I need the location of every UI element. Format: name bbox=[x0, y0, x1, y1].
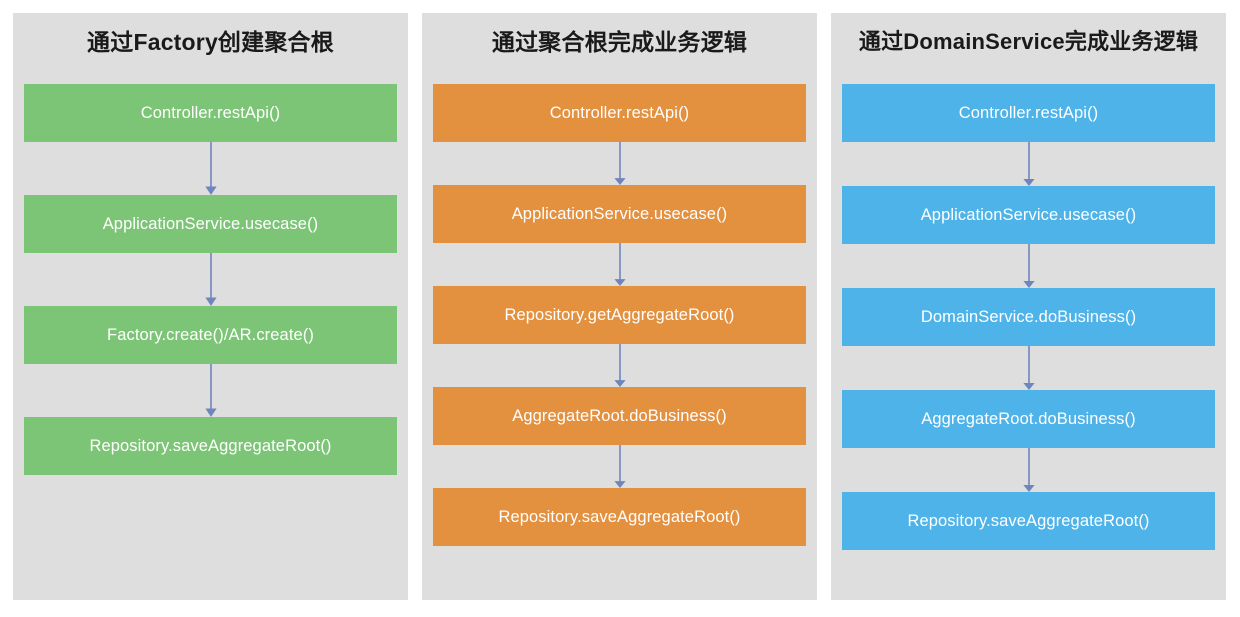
flow-arrow bbox=[433, 445, 806, 488]
arrow-down-icon bbox=[1022, 142, 1035, 186]
flow-node[interactable]: ApplicationService.usecase() bbox=[433, 185, 806, 243]
flow-arrow bbox=[433, 344, 806, 387]
arrow-down-icon bbox=[204, 253, 217, 306]
flow-node[interactable]: Repository.saveAggregateRoot() bbox=[24, 417, 397, 475]
flow-node[interactable]: AggregateRoot.doBusiness() bbox=[842, 390, 1215, 448]
flow-node[interactable]: Controller.restApi() bbox=[24, 84, 397, 142]
panel-title: 通过聚合根完成业务逻辑 bbox=[491, 29, 748, 55]
flow-arrow bbox=[433, 142, 806, 185]
arrow-down-icon bbox=[613, 243, 626, 286]
flow-arrow bbox=[842, 244, 1215, 288]
arrow-down-icon bbox=[204, 142, 217, 195]
flow-node[interactable]: Factory.create()/AR.create() bbox=[24, 306, 397, 364]
arrow-down-icon bbox=[613, 344, 626, 387]
flow-sequence: Controller.restApi() ApplicationService.u… bbox=[24, 84, 397, 600]
flow-arrow bbox=[24, 142, 397, 195]
panel-title: 通过Factory创建聚合根 bbox=[87, 29, 334, 55]
flow-node[interactable]: Repository.getAggregateRoot() bbox=[433, 286, 806, 344]
flow-node[interactable]: Controller.restApi() bbox=[433, 84, 806, 142]
flow-arrow bbox=[842, 448, 1215, 492]
arrow-down-icon bbox=[1022, 346, 1035, 390]
arrow-down-icon bbox=[1022, 244, 1035, 288]
flow-arrow bbox=[433, 243, 806, 286]
arrow-down-icon bbox=[1022, 448, 1035, 492]
flow-node[interactable]: DomainService.doBusiness() bbox=[842, 288, 1215, 346]
flow-arrow bbox=[842, 346, 1215, 390]
arrow-down-icon bbox=[204, 364, 217, 417]
flow-arrow bbox=[24, 364, 397, 417]
flow-node[interactable]: AggregateRoot.doBusiness() bbox=[433, 387, 806, 445]
flow-node[interactable]: ApplicationService.usecase() bbox=[24, 195, 397, 253]
flow-arrow bbox=[24, 253, 397, 306]
flow-sequence: Controller.restApi() ApplicationService.u… bbox=[433, 84, 806, 600]
panel-aggregate-root-business-logic: 通过聚合根完成业务逻辑 Controller.restApi() Applicati… bbox=[422, 13, 817, 600]
panel-title: 通过DomainService完成业务逻辑 bbox=[858, 29, 1199, 54]
flow-node[interactable]: ApplicationService.usecase() bbox=[842, 186, 1215, 244]
flow-arrow bbox=[842, 142, 1215, 186]
panel-factory-create-aggregate-root: 通过Factory创建聚合根 Controller.restApi() Applic… bbox=[13, 13, 408, 600]
flow-node[interactable]: Repository.saveAggregateRoot() bbox=[433, 488, 806, 546]
arrow-down-icon bbox=[613, 142, 626, 185]
flow-node[interactable]: Controller.restApi() bbox=[842, 84, 1215, 142]
flow-sequence: Controller.restApi() ApplicationService.u… bbox=[842, 84, 1215, 600]
panel-domain-service-business-logic: 通过DomainService完成业务逻辑 Controller.restApi(… bbox=[831, 13, 1226, 600]
arrow-down-icon bbox=[613, 445, 626, 488]
flow-node[interactable]: Repository.saveAggregateRoot() bbox=[842, 492, 1215, 550]
